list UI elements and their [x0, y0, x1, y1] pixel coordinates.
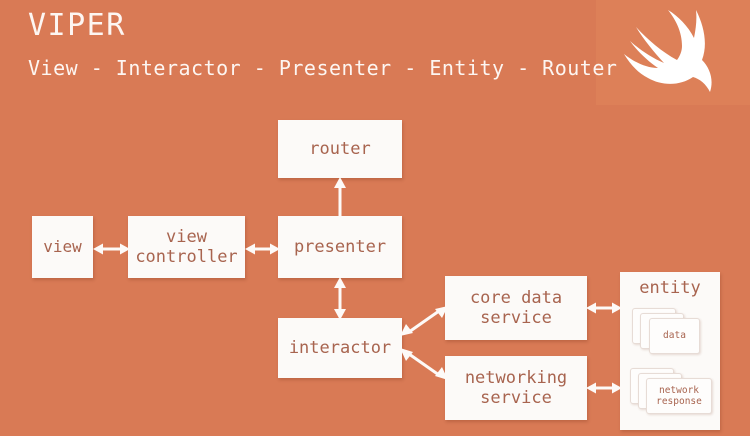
- node-core-data-service[interactable]: core data service: [445, 276, 587, 340]
- node-presenter-label: presenter: [293, 236, 387, 257]
- arrow-view-controller-to-presenter: [245, 239, 280, 259]
- arrow-networking-service-to-entity: [586, 378, 622, 398]
- arrow-presenter-to-router: [330, 177, 350, 218]
- node-interactor[interactable]: interactor: [278, 318, 402, 378]
- arrow-interactor-to-networking-service: [400, 348, 448, 380]
- page-subtitle: View - Interactor - Presenter - Entity -…: [28, 56, 618, 80]
- node-entity-label: entity: [639, 278, 701, 298]
- entity-card-stack-data[interactable]: data: [632, 308, 700, 354]
- page-title: VIPER: [28, 8, 126, 43]
- node-view-label: view: [43, 236, 82, 256]
- swift-logo-panel: [596, 0, 750, 105]
- swift-bird-icon: [624, 10, 712, 92]
- arrow-core-data-service-to-entity: [586, 298, 622, 318]
- entity-card-front-network-response: network response: [646, 378, 712, 414]
- node-entity[interactable]: entity data network response: [620, 272, 720, 430]
- entity-card-stack-network-response[interactable]: network response: [630, 368, 712, 414]
- node-router-label: router: [309, 138, 371, 159]
- node-router[interactable]: router: [278, 120, 402, 178]
- arrow-view-to-view-controller: [93, 239, 130, 259]
- node-networking-service[interactable]: networking service: [445, 356, 587, 420]
- node-interactor-label: interactor: [288, 337, 392, 358]
- entity-card-front-data: data: [649, 318, 700, 354]
- node-networking-service-label: networking service: [464, 367, 568, 408]
- node-presenter[interactable]: presenter: [278, 216, 402, 278]
- arrow-interactor-to-core-data-service: [400, 306, 448, 336]
- node-core-data-service-label: core data service: [469, 287, 563, 328]
- node-view-controller[interactable]: view controller: [128, 216, 245, 278]
- node-view[interactable]: view: [32, 216, 93, 278]
- node-view-controller-label: view controller: [135, 226, 238, 267]
- arrow-presenter-to-interactor: [330, 277, 350, 320]
